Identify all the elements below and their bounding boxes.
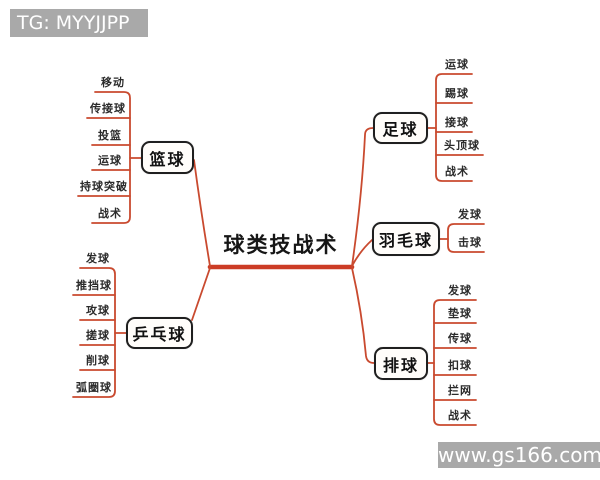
leaf-label: 垫球 [448,307,472,320]
leaf-label: 发球 [86,252,110,265]
node-badminton: 羽毛球 [372,222,440,256]
node-football: 足球 [373,112,428,144]
leaf-label: 发球 [448,284,472,297]
leaf-label: 运球 [445,58,469,71]
leaf-label: 踢球 [445,87,469,100]
leaf-label: 推挡球 [76,279,112,292]
node-volleyball: 排球 [374,347,428,380]
watermark-top-left: TG: MYYJJPP [10,9,148,37]
leaf-label: 接球 [445,116,469,129]
pingpong-branch-lines [72,267,211,398]
badminton-branch-lines [351,223,485,267]
node-basketball: 篮球 [141,141,194,174]
leaf-label: 战术 [448,409,472,422]
leaf-label: 持球突破 [80,180,128,193]
leaf-label: 搓球 [86,329,110,342]
root-topic-label: 球类技战术 [223,233,339,257]
leaf-label: 削球 [86,354,110,367]
leaf-label: 发球 [458,208,482,221]
leaf-label: 弧圈球 [76,381,112,394]
leaf-label: 运球 [98,154,122,167]
leaf-label: 拦网 [448,384,472,397]
leaf-label: 头顶球 [444,139,480,152]
basketball-branch-lines [77,91,211,267]
watermark-bottom-right: www.gs166.com [438,442,600,468]
leaf-label: 传球 [448,332,472,345]
leaf-label: 投篮 [98,129,122,142]
leaf-label: 战术 [445,165,469,178]
football-branch-lines [351,73,484,267]
leaf-label: 传接球 [90,102,126,115]
volleyball-branch-lines [351,267,477,426]
leaf-label: 移动 [101,76,125,89]
leaf-label: 战术 [98,207,122,220]
leaf-label: 扣球 [448,359,472,372]
leaf-label: 攻球 [86,304,110,317]
node-pingpong: 乒乓球 [126,317,193,349]
leaf-label: 击球 [458,236,482,249]
